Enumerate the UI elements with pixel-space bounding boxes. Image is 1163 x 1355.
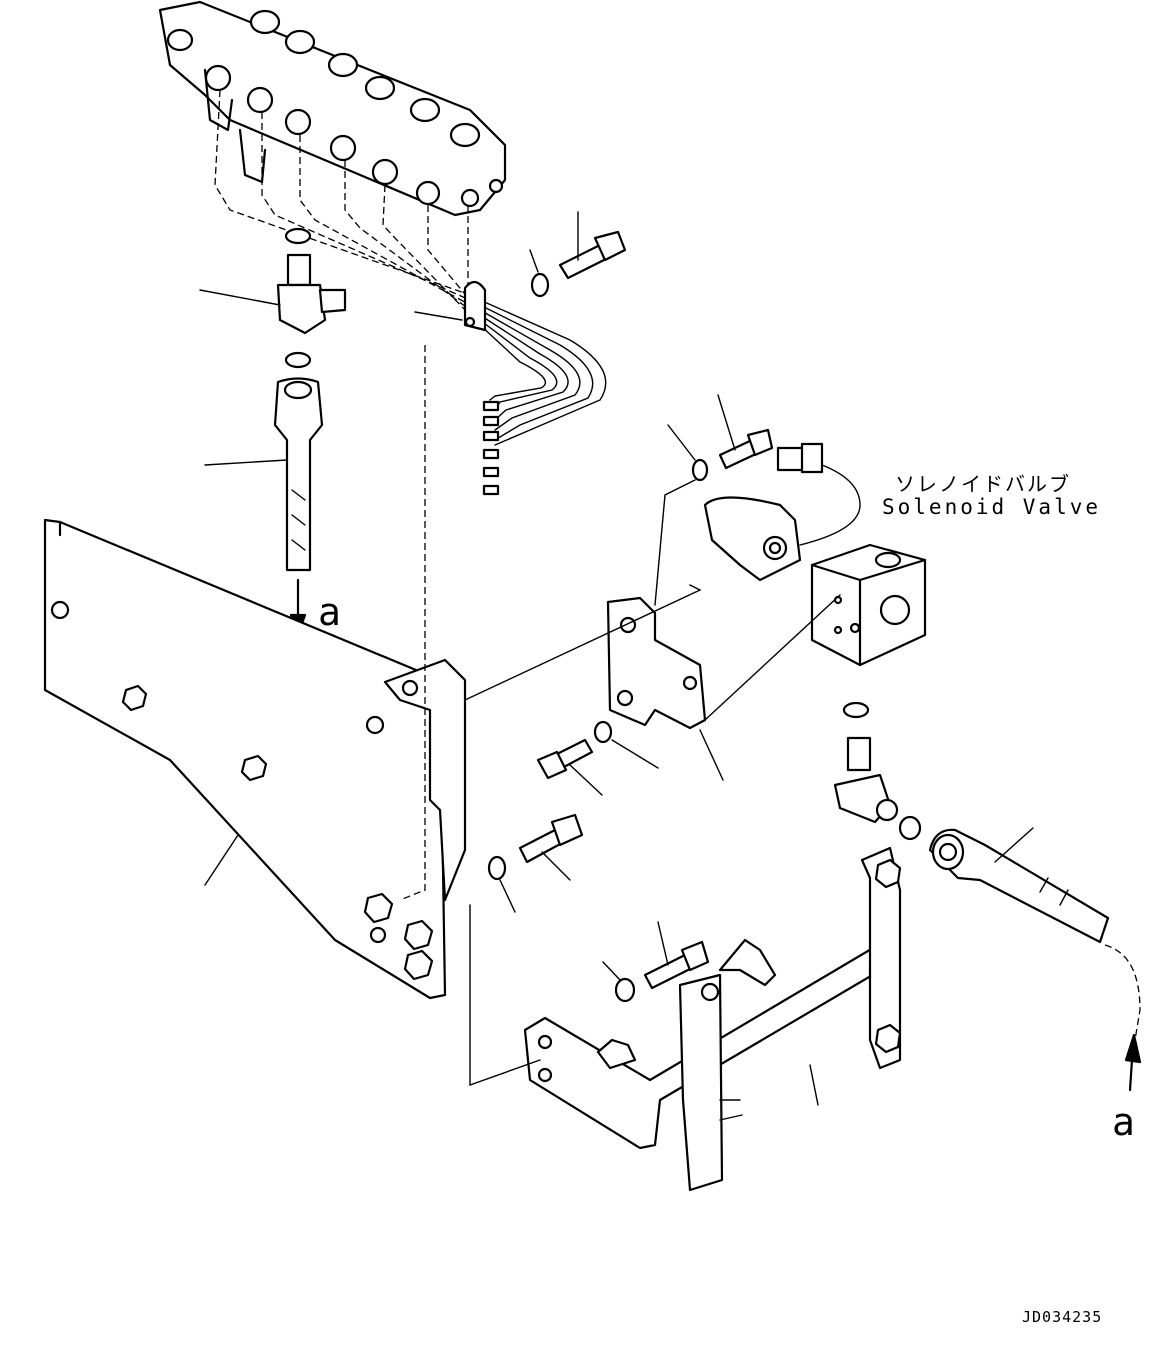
bracket-bolt-mid	[536, 738, 603, 796]
right-oring-upper	[842, 701, 870, 719]
drawing-code: JD034235	[1022, 1308, 1103, 1326]
left-elbow-fitting	[199, 253, 347, 335]
left-mounting-plate	[43, 518, 447, 1000]
left-oring-upper	[284, 227, 312, 245]
solenoid-valve-label-jp: ソレノイドバルブ	[895, 472, 1071, 496]
solenoid-connector	[776, 442, 861, 546]
lower-washer	[602, 961, 636, 1003]
left-bracket	[383, 345, 467, 902]
lower-clip	[596, 938, 777, 1070]
plate-washer	[487, 855, 516, 913]
plate-bolt	[518, 813, 584, 881]
right-oring-lower	[898, 815, 922, 841]
bracket-washer-mid	[593, 720, 659, 769]
hose-clamp	[414, 280, 487, 332]
right-hose	[928, 827, 1142, 1092]
solenoid-coil	[703, 496, 802, 582]
solenoid-valve-label-en: Solenoid Valve	[882, 495, 1102, 519]
left-oring-lower	[284, 351, 312, 369]
control-valve-manifold	[158, 0, 507, 217]
top-bolt	[558, 211, 627, 280]
solenoid-bolt	[717, 394, 774, 470]
top-washer	[529, 249, 550, 298]
solenoid-washer	[667, 424, 709, 482]
lower-bracket	[469, 846, 902, 1192]
reference-mark-a-left: a	[318, 590, 341, 634]
reference-mark-a-right: a	[1112, 1100, 1135, 1144]
solenoid-bracket	[464, 479, 841, 781]
lower-bolt	[643, 921, 710, 990]
solenoid-valve-body	[810, 543, 927, 667]
right-elbow-fitting	[833, 736, 899, 824]
pilot-hose-bundle	[214, 89, 607, 496]
